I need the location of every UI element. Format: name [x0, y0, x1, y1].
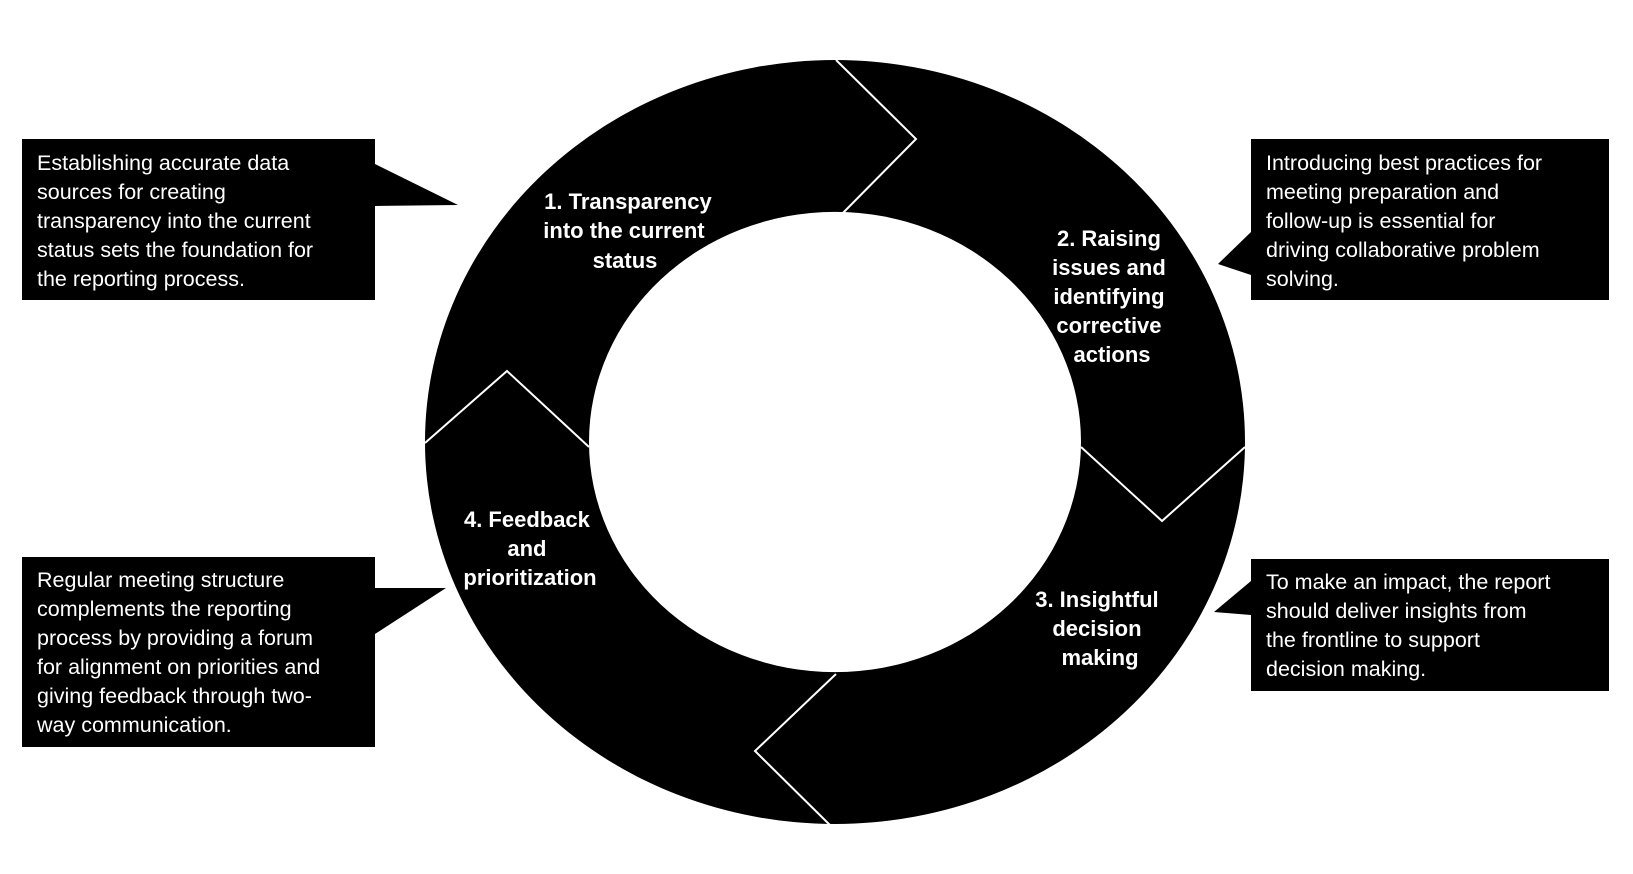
divider-top [835, 59, 918, 221]
segment-label-3: 3. Insightful decision making [1035, 587, 1165, 670]
segment-label-1: 1. Transparency into the current status [543, 189, 718, 273]
callout-3-text: To make an impact, the report should del… [1266, 570, 1556, 681]
callout-2: Introducing best practices for meeting p… [1218, 139, 1609, 300]
callout-2-text: Introducing best practices for meeting p… [1266, 151, 1548, 291]
callout-1: Establishing accurate data sources for c… [22, 139, 458, 300]
callout-3-box [1214, 559, 1609, 691]
callout-2-box [1218, 139, 1609, 300]
callout-1-box [22, 139, 458, 300]
callout-1-text: Establishing accurate data sources for c… [37, 151, 319, 291]
segment-label-4: 4. Feedback and prioritization [463, 507, 596, 590]
segment-label-2: 2. Raising issues and identifying correc… [1052, 226, 1172, 367]
callout-4-text: Regular meeting structure complements th… [36, 568, 326, 737]
callout-3: To make an impact, the report should del… [1214, 559, 1609, 691]
divider-bottom [753, 673, 837, 832]
cycle-ring [425, 60, 1245, 824]
divider-left [424, 369, 590, 448]
callout-4-box [22, 557, 446, 747]
callout-4: Regular meeting structure complements th… [22, 557, 446, 747]
divider-right [1080, 446, 1246, 523]
